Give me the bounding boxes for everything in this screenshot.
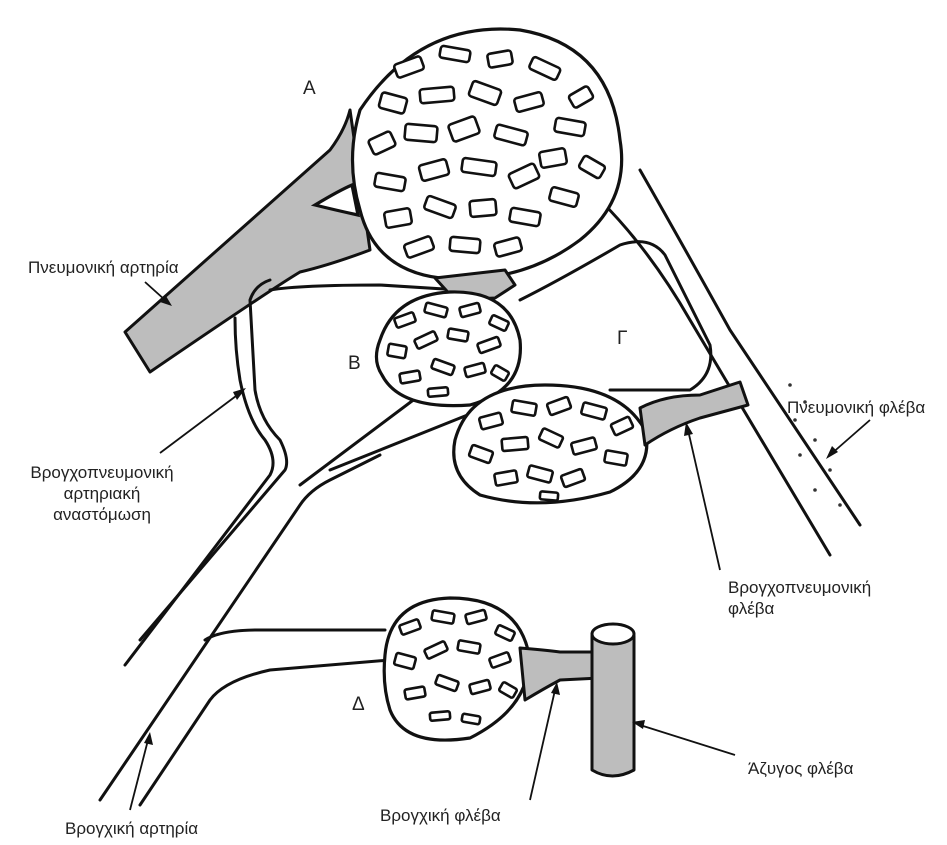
label-region-d: Δ <box>352 694 365 716</box>
azygos-vein-top <box>592 624 634 644</box>
pulmonary-vein-wall <box>640 170 860 525</box>
label-bronchopulmonary-vein-line2: φλέβα <box>728 598 871 619</box>
alveolar-sac-d <box>384 598 528 740</box>
alveolar-sac-a <box>353 29 622 279</box>
label-region-g: Γ <box>617 328 627 350</box>
loop-a-b <box>270 285 460 290</box>
bronchial-artery-lower <box>205 630 385 640</box>
pulmonary-vein <box>600 200 830 555</box>
label-bronchial-artery: Βρογχική αρτηρία <box>65 818 198 839</box>
bronchial-vein <box>520 648 600 700</box>
label-anastomosis: Βρογχοπνευμονική αρτηριακή αναστόμωση <box>12 462 192 525</box>
label-bronchopulmonary-vein: Βρογχοπνευμονική φλέβα <box>728 577 871 619</box>
label-anastomosis-line3: αναστόμωση <box>12 504 192 525</box>
label-bronchial-vein: Βρογχική φλέβα <box>380 805 501 826</box>
label-anastomosis-line2: αρτηριακή <box>12 483 192 504</box>
label-region-a: Α <box>303 78 316 100</box>
bronchial-artery-trunk-wall <box>140 660 390 805</box>
loop-right <box>520 242 711 390</box>
label-azygos-vein: Άζυγος φλέβα <box>748 758 853 779</box>
label-region-b: Β <box>348 353 361 375</box>
label-anastomosis-line1: Βρογχοπνευμονική <box>12 462 192 483</box>
pulmonary-artery <box>125 110 370 372</box>
azygos-vein <box>592 636 634 776</box>
label-pulmonary-artery: Πνευμονική αρτηρία <box>28 257 179 278</box>
label-bronchopulmonary-vein-line1: Βρογχοπνευμονική <box>728 577 871 598</box>
label-pulmonary-vein: Πνευμονική φλέβα <box>787 397 925 418</box>
